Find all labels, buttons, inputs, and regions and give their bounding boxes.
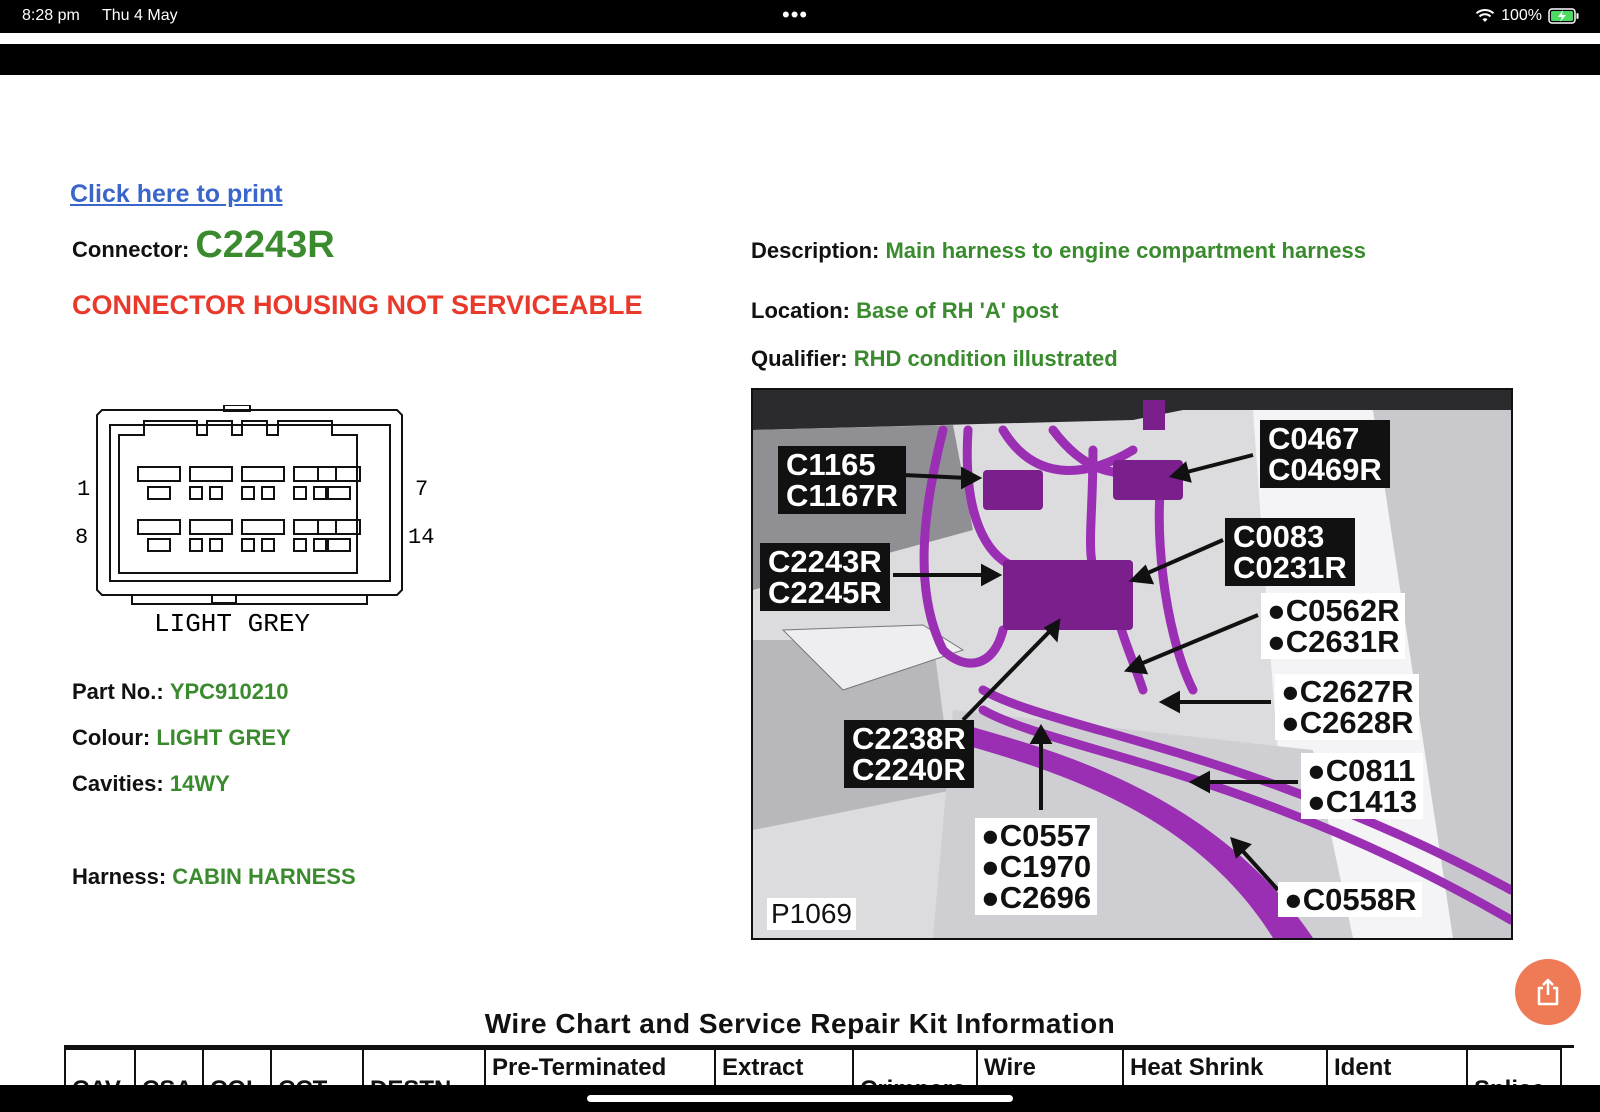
status-bar: 8:28 pm Thu 4 May ••• 100%: [0, 0, 1600, 33]
callout-c0558r: ●C0558R: [1278, 882, 1423, 917]
col-splice: Splice: [1466, 1048, 1562, 1088]
harness-value: CABIN HARNESS: [172, 864, 356, 889]
callout-c1165: C1165 C1167R: [778, 446, 907, 514]
pin-1-label: 1: [77, 477, 90, 502]
qualifier-value: RHD condition illustrated: [853, 346, 1118, 371]
home-indicator[interactable]: [587, 1095, 1013, 1102]
location-row: Location: Base of RH 'A' post: [751, 298, 1059, 324]
location-illustration: C1165 C1167R C0467 C0469R C2243R C2245R …: [751, 388, 1513, 940]
callout-c0467: C0467 C0469R: [1260, 420, 1390, 488]
colour-value: LIGHT GREY: [156, 725, 291, 750]
status-separator: [0, 33, 1600, 44]
pin-14-label: 14: [408, 525, 434, 550]
callout-c0083: C0083 C0231R: [1225, 518, 1355, 586]
callout-c2627r: ●C2627R ●C2628R: [1275, 674, 1420, 740]
col-ident: Ident: [1326, 1048, 1468, 1088]
wire-chart-title: Wire Chart and Service Repair Kit Inform…: [484, 1008, 1116, 1039]
colour-label: Colour:: [72, 725, 151, 750]
col-col: COL: [202, 1048, 272, 1088]
qualifier-row: Qualifier: RHD condition illustrated: [751, 346, 1118, 372]
navigation-bar: [0, 44, 1600, 75]
table-header-row: CAV CSA COL CCT DESTN Pre-Terminated Ext…: [64, 1048, 1562, 1088]
harness-label: Harness:: [72, 864, 167, 889]
connector-label: Connector:: [72, 237, 190, 262]
status-date: Thu 4 May: [102, 7, 178, 24]
part-number-value: YPC910210: [169, 679, 289, 704]
share-icon: [1537, 978, 1559, 1006]
connector-value: C2243R: [195, 224, 335, 266]
cavities-label: Cavities:: [72, 771, 164, 796]
battery-percent: 100%: [1501, 7, 1542, 24]
callout-c0557: ●C0557 ●C1970 ●C2696: [975, 818, 1098, 915]
pin-7-label: 7: [415, 477, 428, 502]
colour-row: Colour: LIGHT GREY: [72, 725, 291, 751]
wifi-icon: [1475, 9, 1495, 22]
part-number-row: Part No.: YPC910210: [72, 679, 288, 705]
multitask-dots[interactable]: •••: [782, 2, 809, 27]
status-right: 100%: [1475, 7, 1580, 25]
battery-charging-icon: [1548, 8, 1579, 24]
col-cct: CCT: [270, 1048, 364, 1088]
pin-8-label: 8: [75, 525, 88, 550]
description-row: Description: Main harness to engine comp…: [751, 238, 1366, 264]
not-serviceable-warning: CONNECTOR HOUSING NOT SERVICEABLE: [72, 290, 643, 320]
part-number-label: Part No.:: [72, 679, 164, 704]
connector-heading: Connector:C2243R: [72, 224, 335, 267]
connector-pinout-diagram: 1 8 7 14 LIGHT GREY: [75, 405, 434, 639]
callout-c0811: ●C0811 ●C1413: [1301, 753, 1424, 819]
location-value: Base of RH 'A' post: [856, 298, 1059, 323]
wire-chart-table: CAV CSA COL CCT DESTN Pre-Terminated Ext…: [64, 1045, 1574, 1088]
col-crimpers: Crimpers: [852, 1048, 978, 1088]
status-time: 8:28 pm: [22, 7, 80, 24]
col-destn: DESTN: [362, 1048, 486, 1088]
location-label: Location:: [751, 298, 850, 323]
col-heat-shrink: Heat Shrink: [1122, 1048, 1328, 1088]
print-link[interactable]: Click here to print: [70, 180, 283, 208]
col-extract: Extract: [714, 1048, 854, 1088]
callout-c2238r: C2238R C2240R: [844, 720, 974, 788]
col-csa: CSA: [134, 1048, 204, 1088]
description-value: Main harness to engine compartment harne…: [885, 238, 1366, 263]
illustration-id: P1069: [767, 898, 856, 930]
col-cav: CAV: [64, 1048, 136, 1088]
callout-c0562r: ●C0562R ●C2631R: [1261, 593, 1406, 659]
harness-row: Harness: CABIN HARNESS: [72, 864, 356, 890]
pinout-colour-caption: LIGHT GREY: [154, 609, 310, 639]
col-wire: Wire: [976, 1048, 1124, 1088]
share-button[interactable]: [1515, 959, 1581, 1025]
callout-c2243r: C2243R C2245R: [760, 543, 890, 611]
cavities-row: Cavities: 14WY: [72, 771, 230, 797]
cavities-value: 14WY: [169, 771, 230, 796]
description-label: Description:: [751, 238, 880, 263]
col-pre-terminated: Pre-Terminated: [484, 1048, 716, 1088]
qualifier-label: Qualifier:: [751, 346, 848, 371]
